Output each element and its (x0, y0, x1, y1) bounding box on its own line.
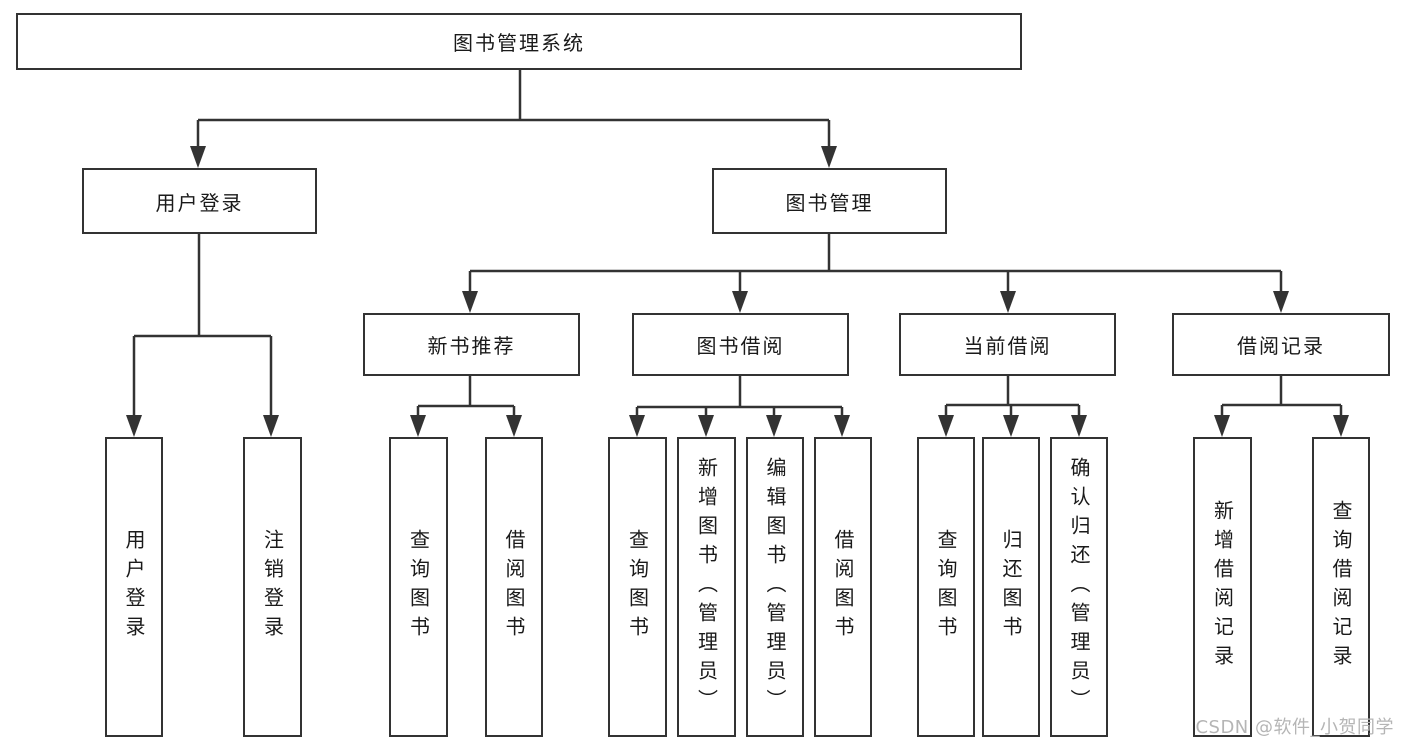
leaf-user-login: 用户登录 (105, 437, 163, 737)
arrowhead-icon (410, 415, 426, 437)
arrowhead-icon (1003, 415, 1019, 437)
leaf-add-borrow-record: 新增借阅记录 (1193, 437, 1252, 737)
arrowhead-icon (938, 415, 954, 437)
arrowhead-icon (834, 415, 850, 437)
arrowhead-icon (1333, 415, 1349, 437)
csdn-watermark: CSDN @软件_小贺同学 (1195, 717, 1394, 738)
arrowhead-icon (698, 415, 714, 437)
arrowhead-icon (1000, 291, 1016, 313)
leaf-borrow-books-borrow: 借阅图书 (814, 437, 872, 737)
arrowhead-icon (1214, 415, 1230, 437)
box-user-login: 用户登录 (82, 168, 317, 234)
leaf-query-books-recommend: 查询图书 (389, 437, 448, 737)
box-book-borrowing: 图书借阅 (632, 313, 849, 376)
arrowhead-icon (629, 415, 645, 437)
leaf-add-book-admin: 新增图书（管理员） (677, 437, 736, 737)
box-borrowing-records: 借阅记录 (1172, 313, 1390, 376)
arrowhead-icon (1071, 415, 1087, 437)
arrowhead-icon (821, 146, 837, 168)
box-new-book-recommend: 新书推荐 (363, 313, 580, 376)
box-book-management: 图书管理 (712, 168, 947, 234)
arrowhead-icon (462, 291, 478, 313)
leaf-edit-book-admin: 编辑图书（管理员） (746, 437, 804, 737)
arrowhead-icon (732, 291, 748, 313)
leaf-query-borrow-record: 查询借阅记录 (1312, 437, 1370, 737)
arrowhead-icon (766, 415, 782, 437)
leaf-logout: 注销登录 (243, 437, 302, 737)
arrowhead-icon (190, 146, 206, 168)
leaf-query-books-borrow: 查询图书 (608, 437, 667, 737)
leaf-borrow-books-recommend: 借阅图书 (485, 437, 543, 737)
box-library-management-system: 图书管理系统 (16, 13, 1022, 70)
arrowhead-icon (1273, 291, 1289, 313)
arrowhead-icon (263, 415, 279, 437)
arrowhead-icon (506, 415, 522, 437)
arrowhead-icon (126, 415, 142, 437)
leaf-query-books-current: 查询图书 (917, 437, 975, 737)
leaf-return-book: 归还图书 (982, 437, 1040, 737)
leaf-confirm-return-admin: 确认归还（管理员） (1050, 437, 1108, 737)
box-current-borrowing: 当前借阅 (899, 313, 1116, 376)
